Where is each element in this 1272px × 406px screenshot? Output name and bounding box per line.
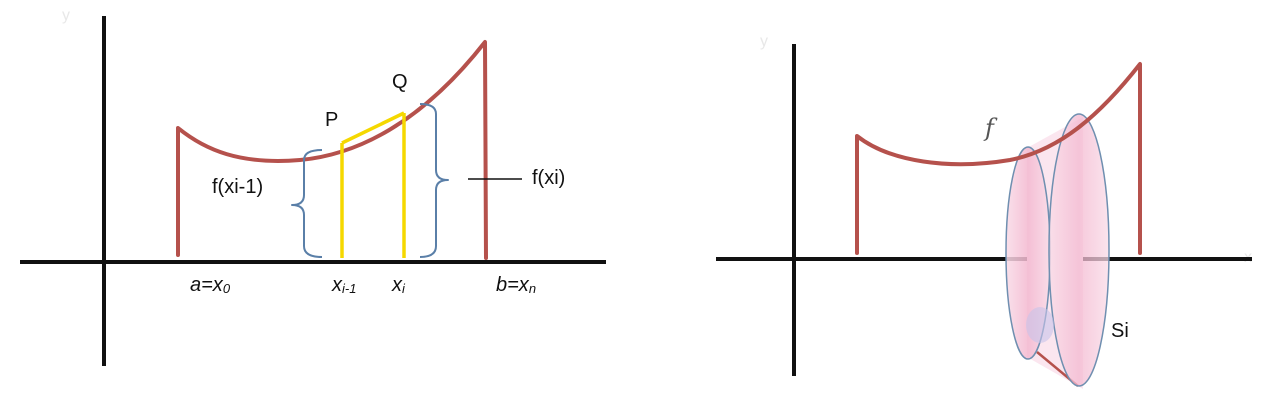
disk-shade	[1026, 307, 1054, 343]
label-slice-si: Si	[1111, 320, 1129, 342]
label-f-prev: f(xi-1)	[212, 176, 263, 198]
label-point-p: P	[325, 109, 338, 131]
right-corner-mark: y	[760, 33, 768, 50]
brace-f-prev	[291, 149, 323, 258]
label-point-q: Q	[392, 71, 408, 93]
label-a-main: a=x	[190, 274, 224, 296]
label-b-sub: n	[529, 281, 536, 296]
label-a-x0: a=x0	[190, 274, 231, 296]
disk-front-face	[1048, 113, 1110, 387]
label-x-prev: xi-1	[331, 274, 356, 296]
label-b-xn: b=xn	[496, 274, 536, 296]
label-x-i: xi	[391, 274, 406, 296]
label-x-prev-main: x	[331, 274, 343, 296]
left-figure: y P Q f(xi-1) f(xi) a=x0 xi-1 xi b=xn	[20, 7, 606, 366]
label-b-main: b=x	[496, 274, 530, 296]
label-x-i-sub: i	[402, 281, 406, 296]
left-yellow-segments	[340, 111, 406, 258]
label-x-i-main: x	[391, 274, 403, 296]
label-a-sub: 0	[223, 281, 231, 296]
left-corner-mark: y	[62, 7, 70, 24]
right-function-curve	[855, 62, 1142, 255]
brace-f-cur	[419, 103, 449, 258]
left-function-curve	[176, 40, 488, 260]
label-function-f: f	[983, 114, 998, 142]
chord-p-q	[341, 111, 405, 145]
right-figure: y x f Si	[716, 33, 1252, 389]
solid-slice-disk	[1005, 113, 1110, 389]
label-x-prev-sub: i-1	[342, 281, 356, 296]
label-f-cur: f(xi)	[532, 167, 565, 189]
